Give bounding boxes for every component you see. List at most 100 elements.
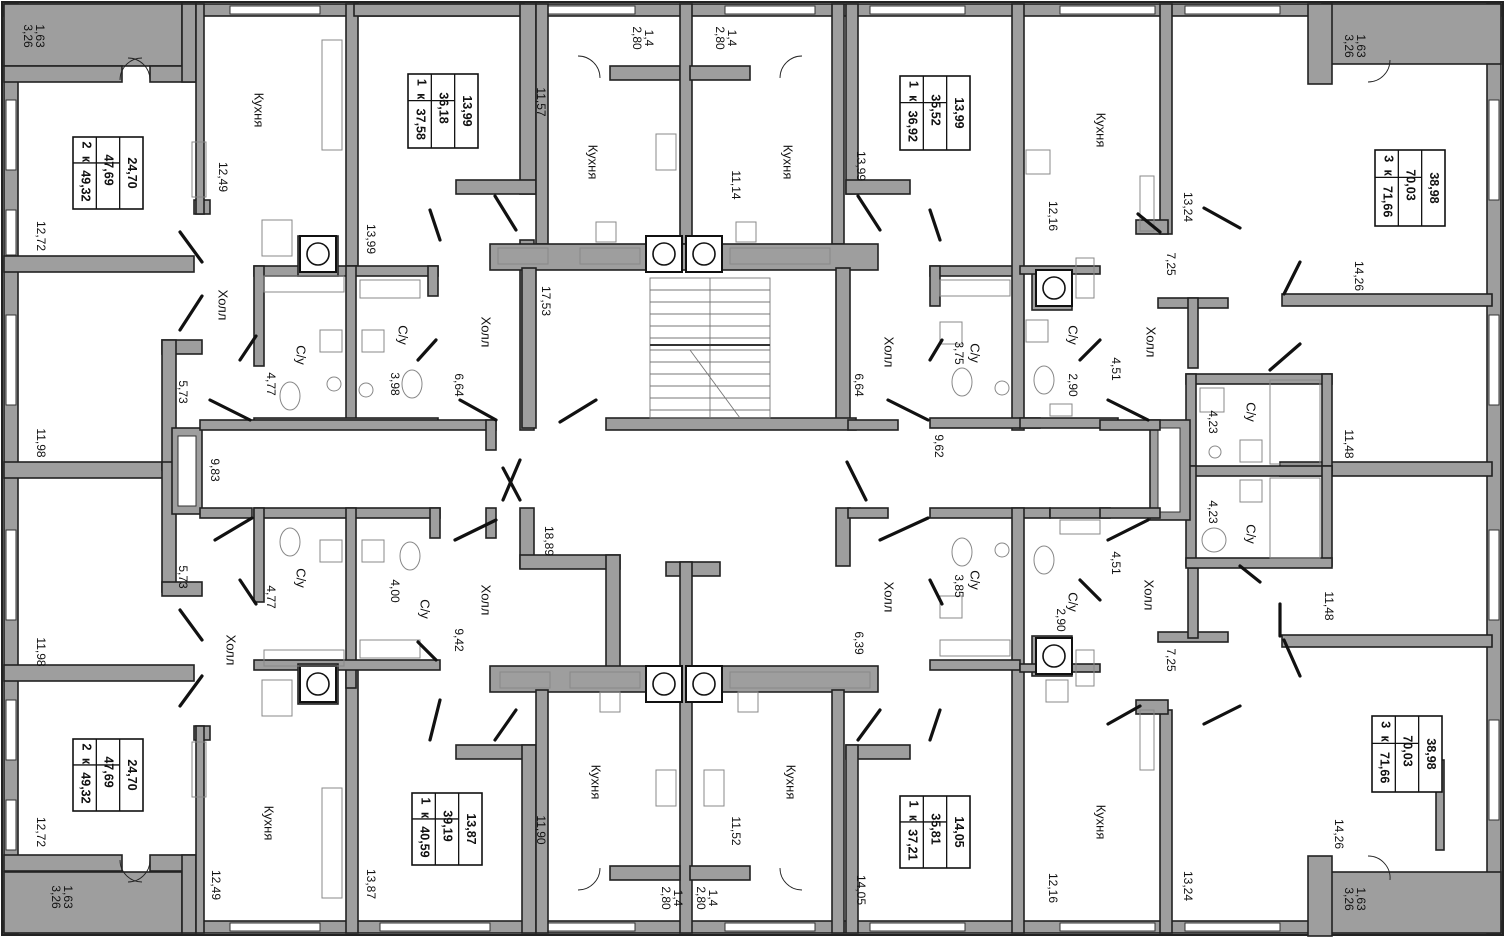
room-area-label: 9,42: [452, 628, 466, 652]
apartment-total-area: 47,69: [102, 756, 116, 787]
apartment-room-count: 3: [1381, 155, 1395, 162]
apartment-total-area: 36,18: [437, 92, 451, 123]
room-area-label: 17,53: [539, 286, 553, 316]
apartment-room-count: 1: [418, 797, 432, 804]
room-area-label: 13,87: [364, 869, 378, 899]
room-label: Холл: [479, 317, 494, 348]
room-label: Холл: [224, 635, 239, 666]
room-label: Кухня: [784, 765, 799, 800]
room-area-label: 11,14: [729, 170, 743, 199]
room-label: С/у: [294, 345, 309, 365]
apartment-full-area: 49,32: [78, 772, 92, 803]
room-area-label: 3,98: [388, 372, 402, 396]
room-area-label: 1,4: [642, 30, 656, 47]
interior-walls: [3, 3, 1493, 937]
room-area-label: 9,62: [932, 434, 946, 458]
room-area-label: 14,26: [1332, 819, 1346, 849]
room-area-label: 3,26: [1342, 887, 1356, 911]
room-area-label: 1,4: [706, 890, 720, 907]
room-area-label: 4,77: [264, 585, 278, 609]
room-area-label: 14,05: [854, 875, 868, 905]
room-label: С/у: [396, 325, 411, 345]
apartment-room-count: 1: [414, 79, 428, 86]
room-area-label: 2,80: [713, 26, 727, 50]
room-label: Холл: [479, 585, 494, 616]
room-area-label: 1,63: [33, 24, 47, 48]
apartment-room-count: 1: [906, 800, 920, 807]
apartment-living-area: 13,99: [460, 95, 474, 126]
room-area-label: 11,48: [1322, 591, 1336, 620]
apartment-full-area: 49,32: [78, 170, 92, 201]
room-area-label: 4,23: [1206, 500, 1220, 524]
room-area-label: 9,83: [208, 458, 222, 482]
room-area-label: 3,26: [49, 885, 63, 909]
room-area-label: 5,73: [176, 565, 190, 589]
room-label: С/у: [418, 599, 433, 619]
room-label: С/у: [294, 568, 309, 588]
apartment-full-area: 36,92: [905, 111, 919, 142]
room-label: Холл: [1142, 580, 1157, 611]
apartment-full-area: 71,66: [1380, 186, 1394, 217]
room-area-label: 7,25: [1164, 252, 1178, 276]
room-area-label: 3,75: [952, 341, 966, 365]
apartment-full-area: 37,58: [413, 109, 427, 140]
room-area-label: 2,80: [630, 26, 644, 50]
apartment-room-count: 3: [1378, 721, 1392, 728]
room-area-label: 3,26: [1342, 34, 1356, 58]
room-area-label: 11,90: [534, 815, 548, 844]
apartment-total-area: 70,03: [1404, 169, 1418, 200]
room-area-label: 11,48: [1342, 429, 1356, 458]
room-label: Кухня: [586, 145, 601, 180]
apartment-living-area: 24,70: [125, 759, 139, 790]
apartment-room-count: 2: [79, 141, 93, 148]
room-area-label: 1,4: [671, 890, 685, 907]
room-area-label: 12,49: [209, 870, 223, 900]
room-area-label: 13,24: [1181, 192, 1195, 222]
ventilation-shafts: [299, 235, 1073, 703]
doors: [119, 55, 1391, 891]
room-label: С/у: [1244, 524, 1259, 544]
room-area-label: 11,98: [34, 428, 48, 457]
room-area-label: 2,80: [694, 886, 708, 910]
room-area-label: 14,26: [1352, 261, 1366, 291]
room-area-label: 18,89: [542, 526, 556, 556]
room-area-label: 11,52: [729, 816, 743, 845]
room-area-label: 2,90: [1066, 373, 1080, 397]
apartment-room-suffix: к: [79, 156, 93, 163]
room-area-label: 12,49: [216, 162, 230, 192]
stair: [649, 277, 771, 419]
apartment-living-area: 13,99: [952, 97, 966, 128]
apartment-living-area: 38,98: [1427, 172, 1441, 203]
room-area-label: 6,64: [452, 373, 466, 397]
apartment-full-area: 71,66: [1377, 752, 1391, 783]
room-area-label: 6,64: [852, 373, 866, 397]
room-label: Холл: [1144, 327, 1159, 358]
apartment-total-area: 35,81: [929, 813, 943, 844]
apartment-living-area: 14,05: [952, 816, 966, 847]
room-area-label: 4,51: [1109, 551, 1123, 575]
apartment-living-area: 24,70: [125, 157, 139, 188]
apartment-full-area: 37,21: [905, 829, 919, 860]
fixtures: [191, 39, 1321, 899]
apartment-room-suffix: к: [418, 812, 432, 819]
room-area-label: 1,63: [61, 885, 75, 909]
room-label: С/у: [1244, 402, 1259, 422]
room-label: С/у: [1066, 325, 1081, 345]
room-label: Кухня: [781, 145, 796, 180]
room-area-label: 12,16: [1046, 873, 1060, 903]
room-label: Кухня: [1094, 113, 1109, 148]
room-area-label: 5,73: [176, 380, 190, 404]
apartment-total-area: 70,03: [1401, 735, 1415, 766]
apartment-full-area: 40,59: [417, 826, 431, 857]
room-area-label: 13,24: [1181, 871, 1195, 901]
apartment-room-suffix: к: [1381, 170, 1395, 177]
room-area-label: 11,57: [534, 87, 548, 116]
